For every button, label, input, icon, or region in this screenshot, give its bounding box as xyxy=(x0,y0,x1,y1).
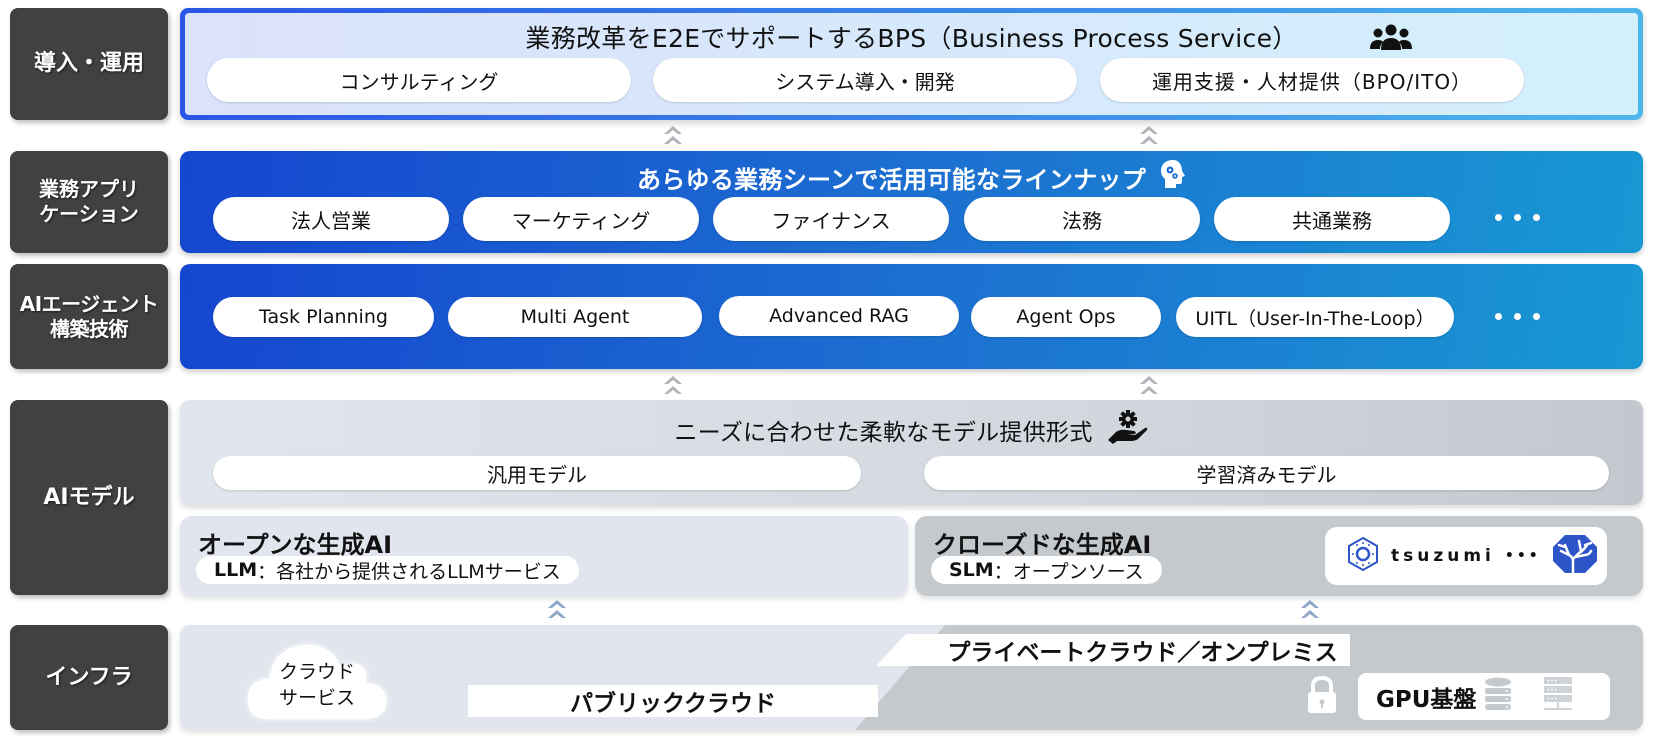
arrow-up-icon xyxy=(662,122,684,148)
layer-label-agent-tech: AIエージェント 構築技術 xyxy=(10,264,168,369)
cloud-line1: クラウド xyxy=(278,661,355,683)
pill-label: マーケティング xyxy=(511,208,651,233)
more-dots-icon xyxy=(1495,313,1540,320)
layer-label-line1: AIエージェント xyxy=(19,291,159,316)
cloud-service-label: クラウド サービス xyxy=(242,659,392,711)
gpu-platform: GPU基盤 xyxy=(1358,673,1610,720)
tsuzumi-logo-text: tsuzumi xyxy=(1391,546,1495,566)
app-item-finance: ファイナンス xyxy=(713,197,949,241)
pill-label: UITL（User-In-The-Loop） xyxy=(1195,307,1435,330)
app-item-common: 共通業務 xyxy=(1214,197,1450,241)
layer-label-line1: 業務アプリ xyxy=(39,177,139,201)
lock-icon xyxy=(1305,675,1339,719)
slm-desc: SLM ：オープンソース xyxy=(931,556,1162,584)
pill-label: Advanced RAG xyxy=(769,305,909,327)
slm-desc-bold: SLM xyxy=(949,559,994,581)
slm-desc-text: ：オープンソース xyxy=(993,560,1144,583)
llm-desc-bold: LLM xyxy=(214,559,258,581)
infra-panel: クラウド サービス パブリッククラウド プライベートクラウド／オンプレミス GP… xyxy=(180,625,1643,730)
llm-desc: LLM ：各社から提供されるLLMサービス xyxy=(196,556,579,584)
bps-title-text: 業務改革をE2EでサポートするBPS（Business Process Serv… xyxy=(525,24,1298,53)
layer-label-infra: インフラ xyxy=(10,625,168,730)
cloud-icon xyxy=(244,641,390,723)
pill-label: 法務 xyxy=(1062,208,1102,233)
pill-label: システム導入・開発 xyxy=(775,69,955,94)
layer-label-text: AIモデル xyxy=(43,484,135,510)
ai-model-title-text: ニーズに合わせた柔軟なモデル提供形式 xyxy=(674,420,1093,446)
app-item-corporate-sales: 法人営業 xyxy=(213,197,449,241)
model-logos-box: tsuzumi ••• xyxy=(1325,527,1607,585)
app-item-legal: 法務 xyxy=(964,197,1200,241)
arrow-up-icon xyxy=(1299,596,1321,622)
layer-label-text: インフラ xyxy=(45,664,133,690)
app-item-marketing: マーケティング xyxy=(463,197,699,241)
bps-item-bpo-ito: 運用支援・人材提供（BPO/ITO） xyxy=(1100,58,1524,102)
open-gen-ai-title: オープンな生成AI xyxy=(198,531,393,559)
layer-label-line2: ケーション xyxy=(39,202,139,226)
pill-label: Multi Agent xyxy=(520,306,630,328)
layer-label-business-apps: 業務アプリ ケーション xyxy=(10,151,168,253)
hand-gear-icon xyxy=(1107,410,1149,450)
arrow-up-icon xyxy=(1138,122,1160,148)
pill-label: Agent Ops xyxy=(1016,306,1116,328)
layer-label-ai-model: AIモデル xyxy=(10,400,168,595)
private-cloud-text: プライベートクラウド／オンプレミス xyxy=(947,640,1338,666)
pill-label: 運用支援・人材提供（BPO/ITO） xyxy=(1151,69,1473,94)
business-apps-panel: あらゆる業務シーンで活用可能なラインナップ 法人営業 マーケティング ファイナン… xyxy=(180,151,1643,253)
people-group-icon xyxy=(1370,23,1412,57)
tsuzumi-logo-icon xyxy=(1345,536,1381,576)
public-cloud-label: パブリッククラウド xyxy=(468,685,878,717)
pill-label: 法人営業 xyxy=(291,208,371,233)
agent-item-advanced-rag: Advanced RAG xyxy=(719,296,959,336)
layer-label-operations: 導入・運用 xyxy=(10,8,168,120)
bps-panel: 業務改革をE2EでサポートするBPS（Business Process Serv… xyxy=(180,8,1643,120)
bps-title: 業務改革をE2EでサポートするBPS（Business Process Serv… xyxy=(185,19,1638,55)
agent-item-uitl: UITL（User-In-The-Loop） xyxy=(1176,297,1454,337)
pill-label: ファイナンス xyxy=(771,208,891,233)
open-gen-ai-panel: オープンな生成AI LLM ：各社から提供されるLLMサービス xyxy=(180,516,908,596)
arrow-up-icon xyxy=(546,596,568,622)
logo-more-dots: ••• xyxy=(1504,548,1541,564)
pill-label: 学習済みモデル xyxy=(1196,462,1337,487)
bps-item-system-dev: システム導入・開発 xyxy=(653,58,1077,102)
closed-gen-ai-title: クローズドな生成AI xyxy=(933,531,1152,559)
database-icon xyxy=(1484,677,1512,717)
model-item-general: 汎用モデル xyxy=(213,456,861,490)
brain-tree-logo-icon xyxy=(1551,533,1599,579)
agent-tech-panel: Task Planning Multi Agent Advanced RAG A… xyxy=(180,264,1643,369)
agent-item-agent-ops: Agent Ops xyxy=(971,297,1161,337)
pill-label: 共通業務 xyxy=(1292,208,1372,233)
private-band-slant xyxy=(876,634,940,666)
ai-model-title: ニーズに合わせた柔軟なモデル提供形式 xyxy=(180,410,1643,450)
business-apps-title: あらゆる業務シーンで活用可能なラインナップ xyxy=(180,159,1643,195)
pill-label: Task Planning xyxy=(259,306,388,328)
pill-label: 汎用モデル xyxy=(487,462,587,487)
gpu-platform-label: GPU基盤 xyxy=(1376,686,1477,713)
server-rack-icon xyxy=(1542,676,1574,718)
business-apps-title-text: あらゆる業務シーンで活用可能なラインナップ xyxy=(636,165,1147,194)
cloud-service: クラウド サービス xyxy=(242,633,392,725)
layer-label-line2: 構築技術 xyxy=(50,316,128,341)
public-cloud-text: パブリッククラウド xyxy=(569,691,777,717)
model-item-pretrained: 学習済みモデル xyxy=(924,456,1609,490)
cloud-line2: サービス xyxy=(278,687,355,709)
pill-label: コンサルティング xyxy=(339,69,499,94)
arrow-up-icon xyxy=(1138,372,1160,398)
head-gears-icon xyxy=(1160,159,1186,195)
layer-label-text: 導入・運用 xyxy=(33,51,144,77)
agent-item-multi-agent: Multi Agent xyxy=(448,297,702,337)
ai-model-panel: ニーズに合わせた柔軟なモデル提供形式 汎用モデル 学習済みモデル xyxy=(180,400,1643,505)
arrow-up-icon xyxy=(662,372,684,398)
agent-item-task-planning: Task Planning xyxy=(213,297,434,337)
bps-item-consulting: コンサルティング xyxy=(207,58,631,102)
llm-desc-text: ：各社から提供されるLLMサービス xyxy=(257,560,561,583)
private-cloud-label: プライベートクラウド／オンプレミス xyxy=(935,634,1350,666)
more-dots-icon xyxy=(1495,214,1540,221)
